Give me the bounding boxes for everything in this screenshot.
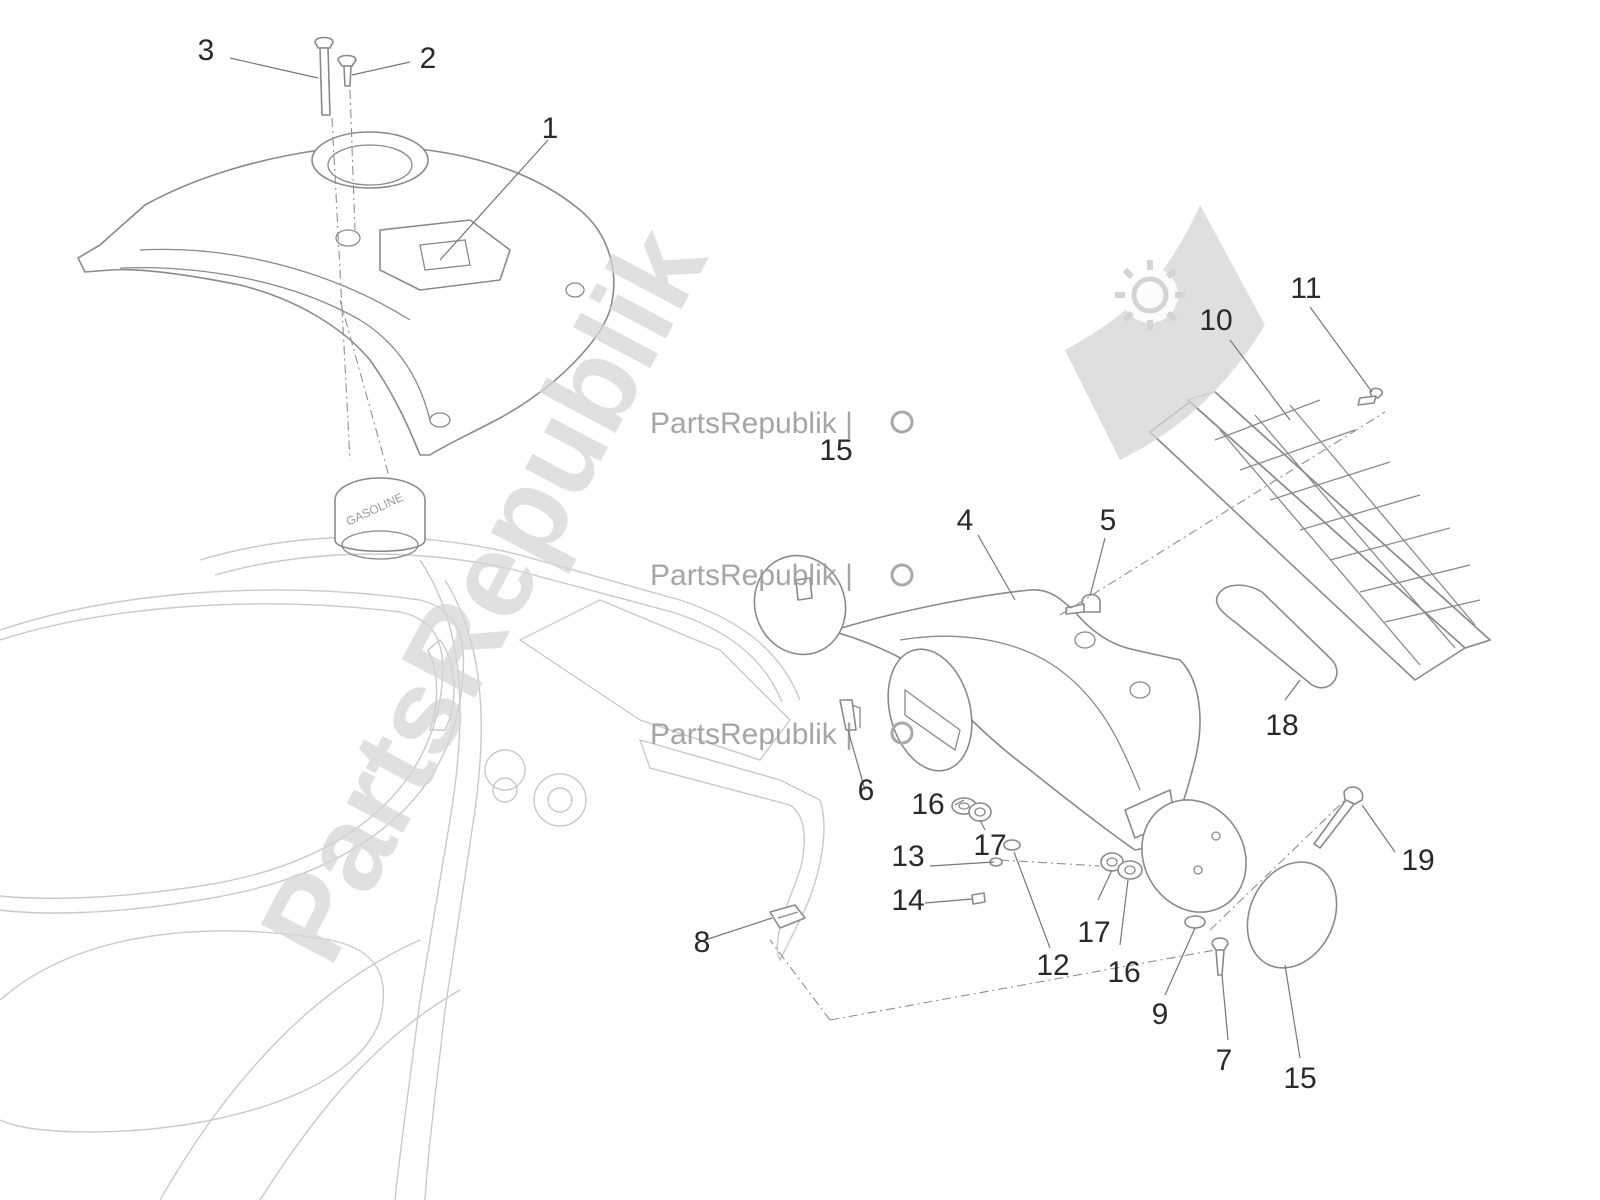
washer-16-lower [1117,860,1143,880]
callout-14: 14 [891,884,924,917]
callout-17-lower: 17 [1077,916,1110,949]
reflector-15-lower [1246,861,1338,969]
screw-19 [1313,786,1364,849]
callout-16-lower: 16 [1107,956,1140,989]
callout-10: 10 [1199,304,1232,337]
washer-9 [1184,915,1206,929]
callout-8: 8 [694,926,711,959]
callout-5: 5 [1100,504,1117,537]
callout-3: 3 [198,34,215,67]
callout-1: 1 [542,112,559,145]
callout-6: 6 [858,774,875,807]
small-gear-icon [890,410,914,745]
callout-17-upper: 17 [973,829,1006,862]
bracket-8 [769,904,806,929]
callout-7: 7 [1216,1044,1233,1077]
screw-11 [1357,387,1383,406]
screw-2 [337,54,357,87]
assembly-lines [331,89,1386,1021]
callout-15-lower: 15 [1283,1062,1316,1095]
watermark-small-1: PartsRepublik | [650,407,853,440]
callout-11: 11 [1290,272,1321,305]
screw-5 [1065,593,1101,615]
plate-bracket-10 [1149,391,1491,681]
callout-4: 4 [957,504,974,537]
callout-19: 19 [1401,844,1434,877]
callout-18: 18 [1265,709,1298,742]
callout-2: 2 [420,42,437,75]
watermark-small-3: PartsRepublik | [650,718,853,751]
callout-16-upper: 16 [911,788,944,821]
callout-15-upper: 15 [819,434,852,467]
plate-holder-part [834,589,1201,851]
callout-12: 12 [1036,949,1069,982]
leader-lines [229,57,1396,1059]
pad-18 [1215,584,1338,689]
screw-3 [314,36,334,116]
watermark-small-2: PartsRepublik | [650,559,853,592]
pin-14 [971,892,986,905]
callout-13: 13 [891,840,924,873]
lamp-plate [1141,799,1247,913]
gear-flag-icon [1065,205,1265,460]
scooter-frame: GASOLINE [0,477,825,1200]
nut-17-upper [968,802,992,822]
clip-6 [839,699,861,731]
rear-cover-part [77,131,615,456]
ring-12 [1003,839,1021,851]
reflector-15-upper [753,554,847,656]
screw-7 [1211,937,1229,976]
callout-labels: 3 2 1 15 4 5 10 11 18 6 16 17 13 14 8 17… [198,34,1435,1095]
callout-9: 9 [1152,998,1169,1031]
